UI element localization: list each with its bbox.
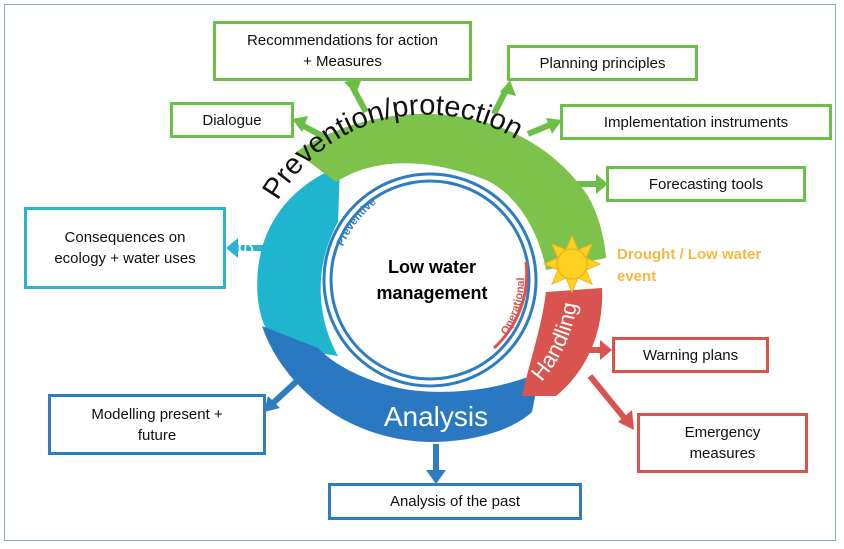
arrows-analysis: [264, 377, 446, 484]
box-forecasting-tools: Forecasting tools: [606, 166, 806, 202]
segment-evaluation: [257, 166, 340, 356]
center-title: Low water management: [376, 257, 488, 303]
box-modelling: Modelling present + future: [48, 394, 266, 455]
segment-analysis: [262, 326, 540, 442]
segment-prevention: [296, 113, 606, 270]
box-warning-plans: Warning plans: [612, 337, 769, 373]
inner-ring-outer: [322, 172, 538, 388]
segment-handling: [522, 288, 603, 396]
box-recommendations: Recommendations for action + Measures: [213, 21, 472, 81]
inner-ring-inner: [329, 179, 531, 381]
event-label: Drought / Low water event: [617, 246, 762, 285]
box-dialogue: Dialogue: [170, 102, 294, 138]
box-analysis-of-past: Analysis of the past: [328, 483, 582, 520]
diagram-frame: [4, 4, 836, 541]
box-emergency-measures: Emergency measures: [637, 413, 808, 473]
operational-arc: [492, 261, 529, 350]
sun-icon: [542, 234, 602, 294]
phase-analysis-label: Analysis: [384, 401, 488, 432]
box-implementation-instruments: Implementation instruments: [560, 104, 832, 140]
box-consequences: Consequences on ecology + water uses: [24, 207, 226, 289]
box-planning-principles: Planning principles: [507, 45, 698, 81]
